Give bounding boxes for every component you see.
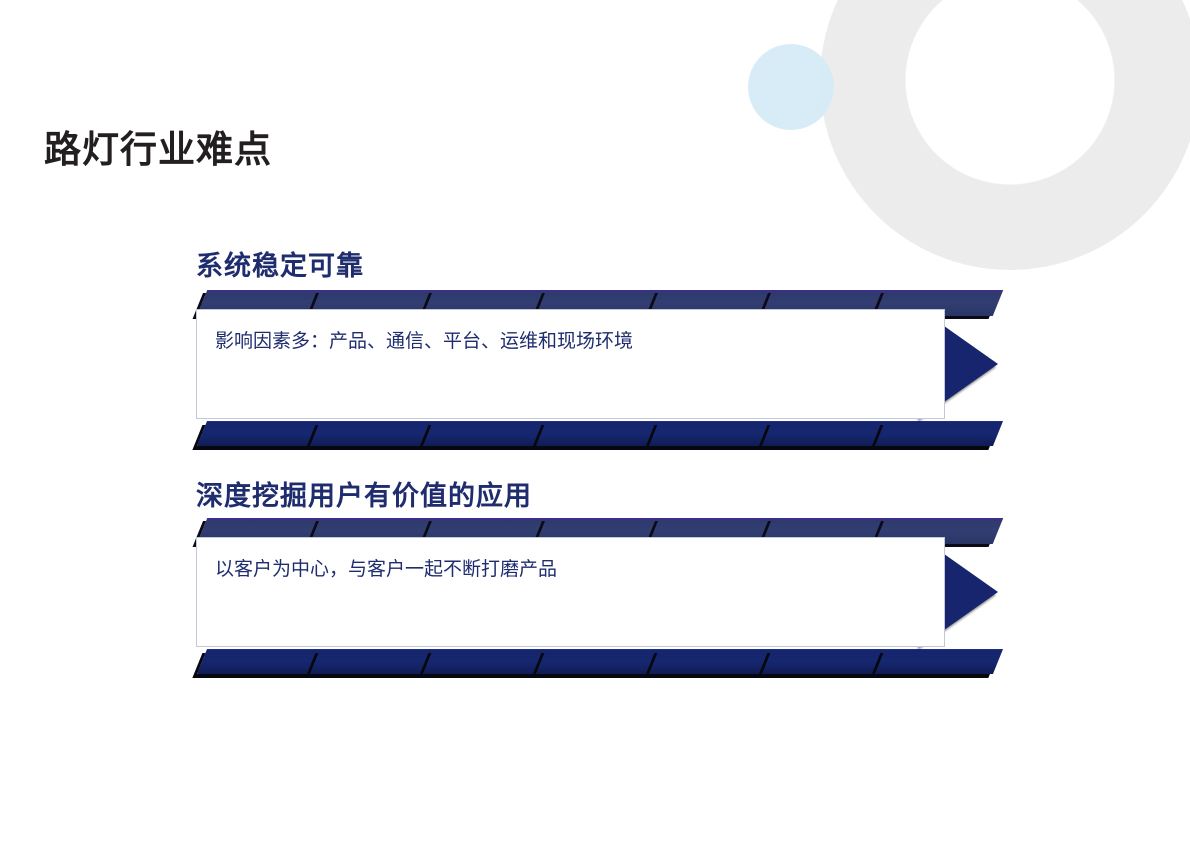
chevron-strip — [196, 649, 326, 674]
chevron-strip — [874, 421, 1004, 446]
content-card-2: 以客户为中心，与客户一起不断打磨产品 — [196, 537, 945, 647]
content-card-1: 影响因素多：产品、通信、平台、运维和现场环境 — [196, 309, 945, 419]
chevron-strip — [535, 649, 665, 674]
chevron-strip — [422, 649, 552, 674]
gray-ring-decoration — [820, 0, 1190, 270]
chevron-strip — [309, 421, 439, 446]
strip-row-bottom-1 — [188, 421, 1004, 447]
chevron-strip — [535, 421, 665, 446]
chevron-strip — [309, 649, 439, 674]
chevron-strip — [196, 421, 326, 446]
chevron-strip — [422, 421, 552, 446]
chevron-strip — [761, 649, 891, 674]
blue-circle-decoration — [748, 44, 834, 130]
block-heading-1: 系统稳定可靠 — [196, 251, 364, 281]
chevron-strip — [874, 649, 1004, 674]
chevron-strip — [761, 421, 891, 446]
block-heading-2: 深度挖掘用户有价值的应用 — [196, 481, 532, 511]
page-title: 路灯行业难点 — [44, 129, 272, 170]
chevron-strip — [648, 649, 778, 674]
chevron-strip — [648, 421, 778, 446]
card-text-1: 影响因素多：产品、通信、平台、运维和现场环境 — [215, 331, 634, 352]
card-text-2: 以客户为中心，与客户一起不断打磨产品 — [215, 559, 558, 580]
strip-row-bottom-2 — [188, 649, 1004, 675]
